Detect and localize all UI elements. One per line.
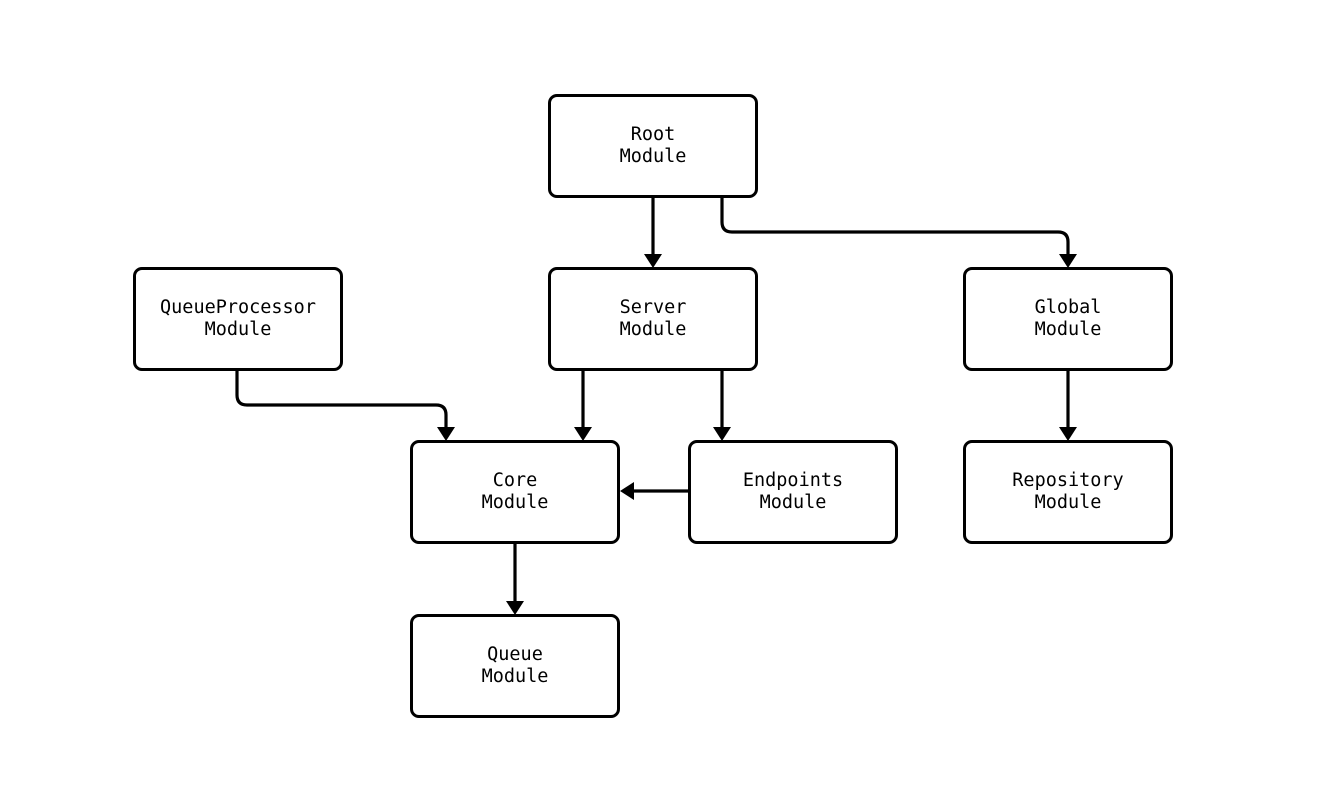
node-queueprocessor-module[interactable]: QueueProcessor Module xyxy=(133,267,343,371)
edge-server-to-core xyxy=(574,371,592,441)
edge-root-to-server xyxy=(644,198,662,268)
node-queue-module-label: Queue Module xyxy=(481,644,549,687)
node-endpoints-module-label: Endpoints Module xyxy=(742,470,844,513)
node-queue-module[interactable]: Queue Module xyxy=(410,614,620,718)
node-server-module[interactable]: Server Module xyxy=(548,267,758,371)
node-root-module[interactable]: Root Module xyxy=(548,94,758,198)
node-endpoints-module[interactable]: Endpoints Module xyxy=(688,440,898,544)
node-global-module-label: Global Module xyxy=(1034,297,1102,340)
node-root-module-label: Root Module xyxy=(619,124,687,167)
node-repository-module-label: Repository Module xyxy=(1012,470,1124,513)
node-core-module[interactable]: Core Module xyxy=(410,440,620,544)
edge-server-to-endpoints xyxy=(713,371,731,441)
node-repository-module[interactable]: Repository Module xyxy=(963,440,1173,544)
node-queueprocessor-module-label: QueueProcessor Module xyxy=(160,297,316,340)
edge-endpoints-to-core xyxy=(620,482,688,500)
edge-queueprocessor-to-core xyxy=(235,371,455,441)
edge-root-to-global xyxy=(720,198,1077,268)
node-server-module-label: Server Module xyxy=(619,297,687,340)
edge-core-to-queue xyxy=(506,544,524,615)
node-core-module-label: Core Module xyxy=(481,470,549,513)
edge-global-to-repository xyxy=(1059,371,1077,441)
node-global-module[interactable]: Global Module xyxy=(963,267,1173,371)
